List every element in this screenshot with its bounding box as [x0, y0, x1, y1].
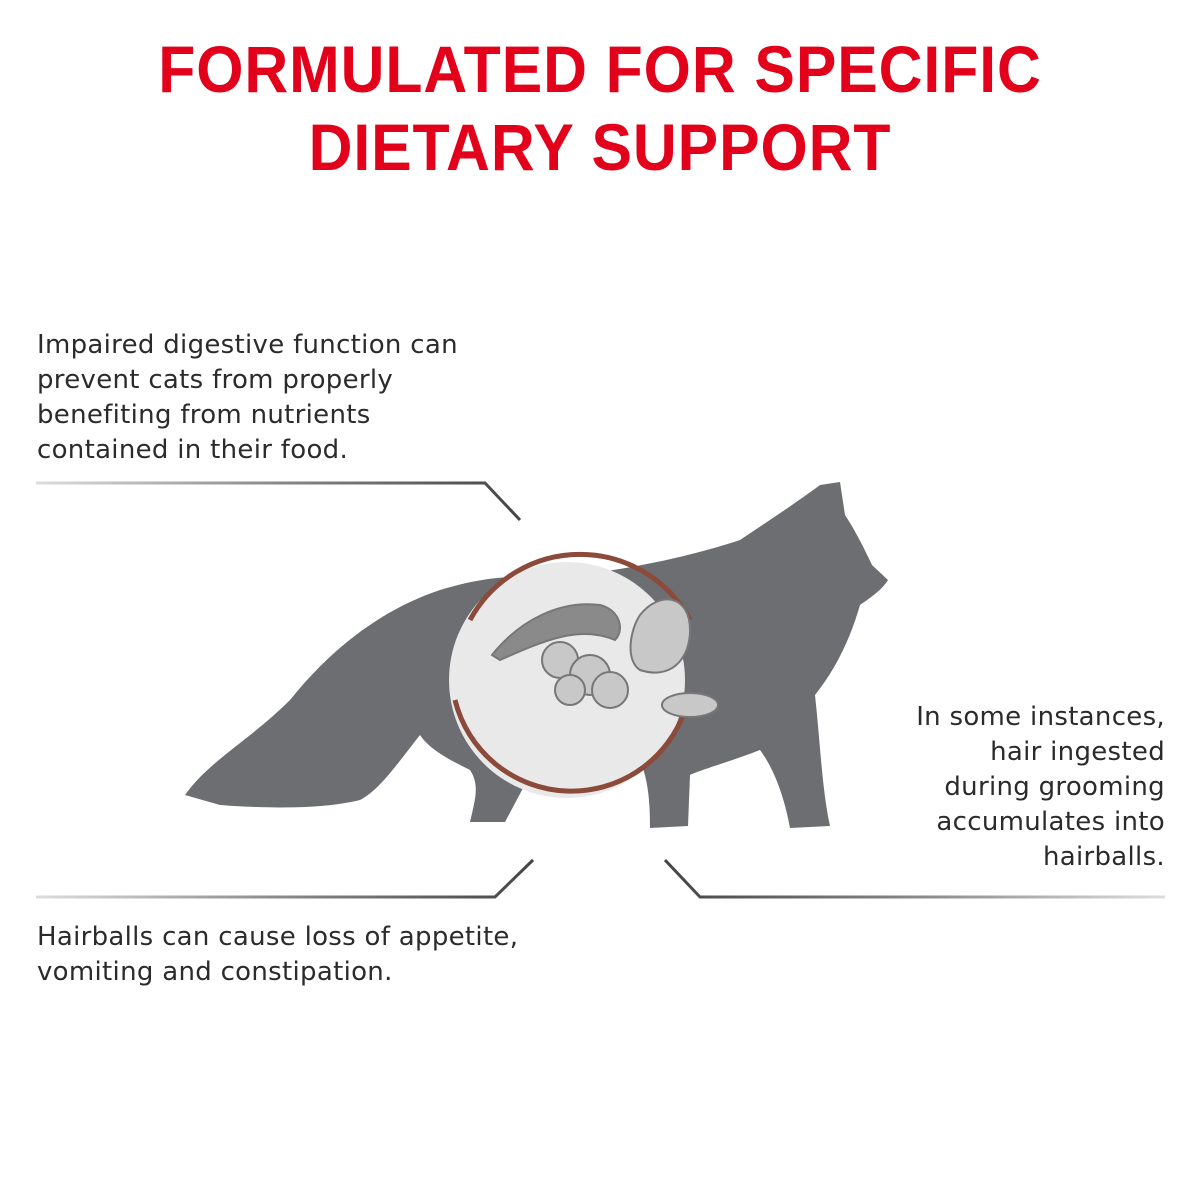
- hairball-effects-callout-text: Hairballs can cause loss of appetite, vo…: [37, 920, 597, 990]
- text-line: benefiting from nutrients: [37, 400, 371, 430]
- callout-line-top-left: [36, 481, 522, 522]
- title-line-2: DIETARY SUPPORT: [308, 110, 892, 184]
- text-line: prevent cats from properly: [37, 365, 394, 395]
- text-line: vomiting and constipation.: [37, 957, 393, 987]
- intestine-icon: [490, 598, 719, 718]
- hair-ingested-callout-text: In some instances, hair ingested during …: [865, 700, 1165, 875]
- callout-line-bottom-right: [663, 858, 1165, 899]
- text-line: Impaired digestive function can: [37, 330, 458, 360]
- text-line: hairballs.: [1042, 842, 1165, 872]
- page-title: FORMULATED FOR SPECIFIC DIETARY SUPPORT: [48, 30, 1152, 186]
- title-line-1: FORMULATED FOR SPECIFIC: [158, 32, 1042, 106]
- arc-bottom-icon: [452, 699, 688, 794]
- text-line: contained in their food.: [37, 435, 349, 465]
- text-line: In some instances,: [916, 702, 1165, 732]
- callout-line-bottom-left: [36, 858, 535, 899]
- digestive-callout-text: Impaired digestive function can prevent …: [37, 328, 517, 468]
- text-line: Hairballs can cause loss of appetite,: [37, 922, 519, 952]
- arc-top-icon: [467, 551, 693, 622]
- text-line: accumulates into: [936, 807, 1165, 837]
- text-line: hair ingested: [990, 737, 1165, 767]
- text-line: during grooming: [944, 772, 1165, 802]
